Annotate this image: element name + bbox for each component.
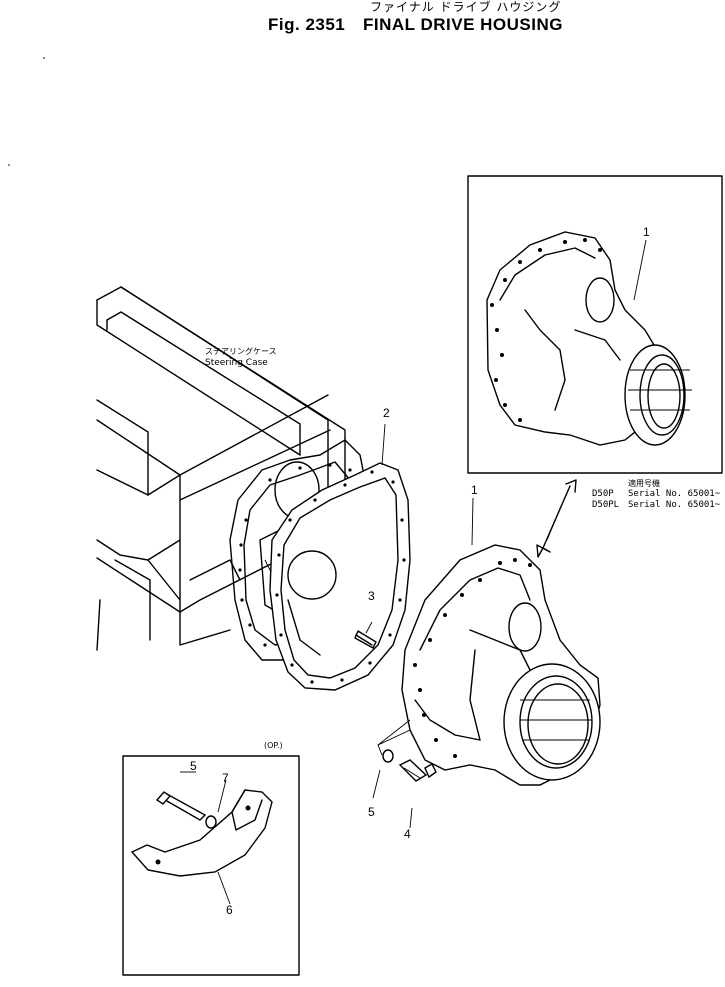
gasket-drawing [269,462,411,691]
applicability-model-2: D50PL [592,500,620,510]
callout-2: 2 [383,406,390,420]
leader-lines [180,239,647,905]
callout-1: 1 [471,483,478,497]
callout-3: 3 [368,589,375,603]
callout-5-option: 5 [190,759,197,773]
inset-housing-drawing [486,231,692,446]
steering-case-label: Steering Case [205,358,268,368]
double-arrow-drawing [536,479,577,558]
figure-number: Fig. 2351 [268,15,346,34]
applicability-model-1: D50P [592,489,614,499]
steering-case-label-jp: ステアリングケース [205,347,277,356]
callout-5: 5 [368,805,375,819]
option-parts-drawing [130,789,273,877]
callout-1-inset: 1 [643,225,650,239]
callout-6: 6 [226,903,233,917]
option-label: (OP.) [264,741,283,750]
option-frame [122,755,300,976]
callout-4: 4 [404,827,411,841]
title-japanese: ファイナル ドライブ ハウジング [370,0,562,14]
inset-frame [467,175,723,474]
applicability-label-jp: 適用号機 [628,479,660,488]
applicability-serial-2: Serial No. 65001~ [628,500,721,510]
callout-7: 7 [222,771,229,785]
bolt-drawing [398,759,437,782]
lock-washer-drawing [382,749,394,763]
figure-title: FINAL DRIVE HOUSING [363,15,563,34]
applicability-serial-1: Serial No. 65001~ [628,489,721,499]
final-drive-housing-drawing [401,544,601,786]
dowel-pin-drawing [354,621,377,649]
